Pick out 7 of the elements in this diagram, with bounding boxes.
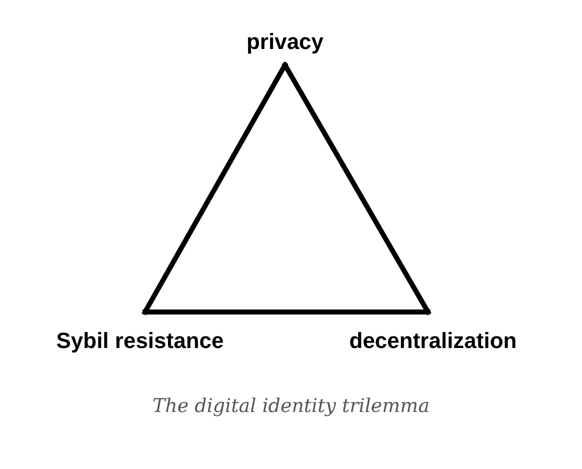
vertex-label: privacy	[246, 28, 324, 56]
triangle-side	[142, 62, 288, 314]
triangle-side	[142, 310, 430, 314]
triangle-side	[282, 62, 430, 314]
vertex-label: decentralization	[349, 326, 517, 354]
caption: The digital identity trilemma	[152, 394, 430, 419]
vertex-label: Sybil resistance	[56, 326, 224, 354]
